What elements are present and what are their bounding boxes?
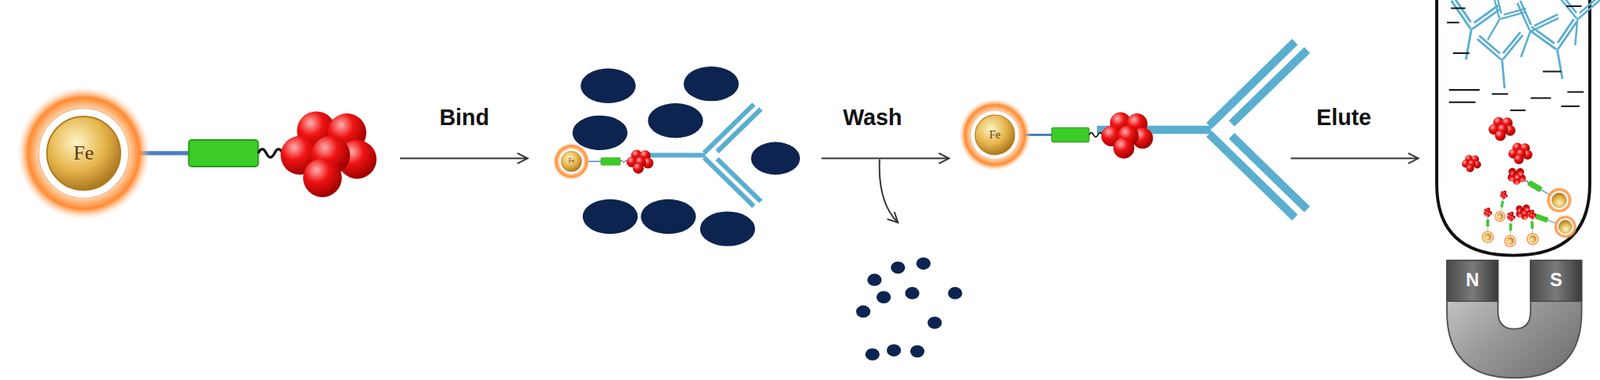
step-label: Wash: [842, 106, 903, 129]
waste-arrow: [879, 159, 899, 223]
tube: [1436, 0, 1590, 256]
magnet-pole: N: [1465, 271, 1479, 290]
buffer-lines: [1446, 6, 1584, 111]
bead-label: Fe: [73, 142, 94, 164]
contaminants: [572, 66, 800, 247]
eluted-beads: [1461, 117, 1581, 248]
elute-arrow: [1290, 157, 1418, 160]
magnetic-bead-conjugate: [17, 86, 377, 220]
bind-arrow: [400, 157, 528, 160]
step-label: Bind: [439, 106, 490, 129]
bead-label: Fe: [568, 157, 575, 165]
step-label: Elute: [1316, 106, 1372, 129]
eluted-antibodies: [1441, 0, 1600, 91]
magnetic-bead-conjugate: [959, 99, 1154, 172]
magnet: [1446, 260, 1582, 378]
magnetic-bead-conjugate: [553, 142, 654, 181]
magnet-pole: S: [1550, 271, 1563, 290]
washed-contaminants: [856, 257, 963, 361]
bead-label: Fe: [989, 128, 1000, 140]
wash-arrow: [821, 157, 949, 160]
antibody: [639, 103, 761, 206]
